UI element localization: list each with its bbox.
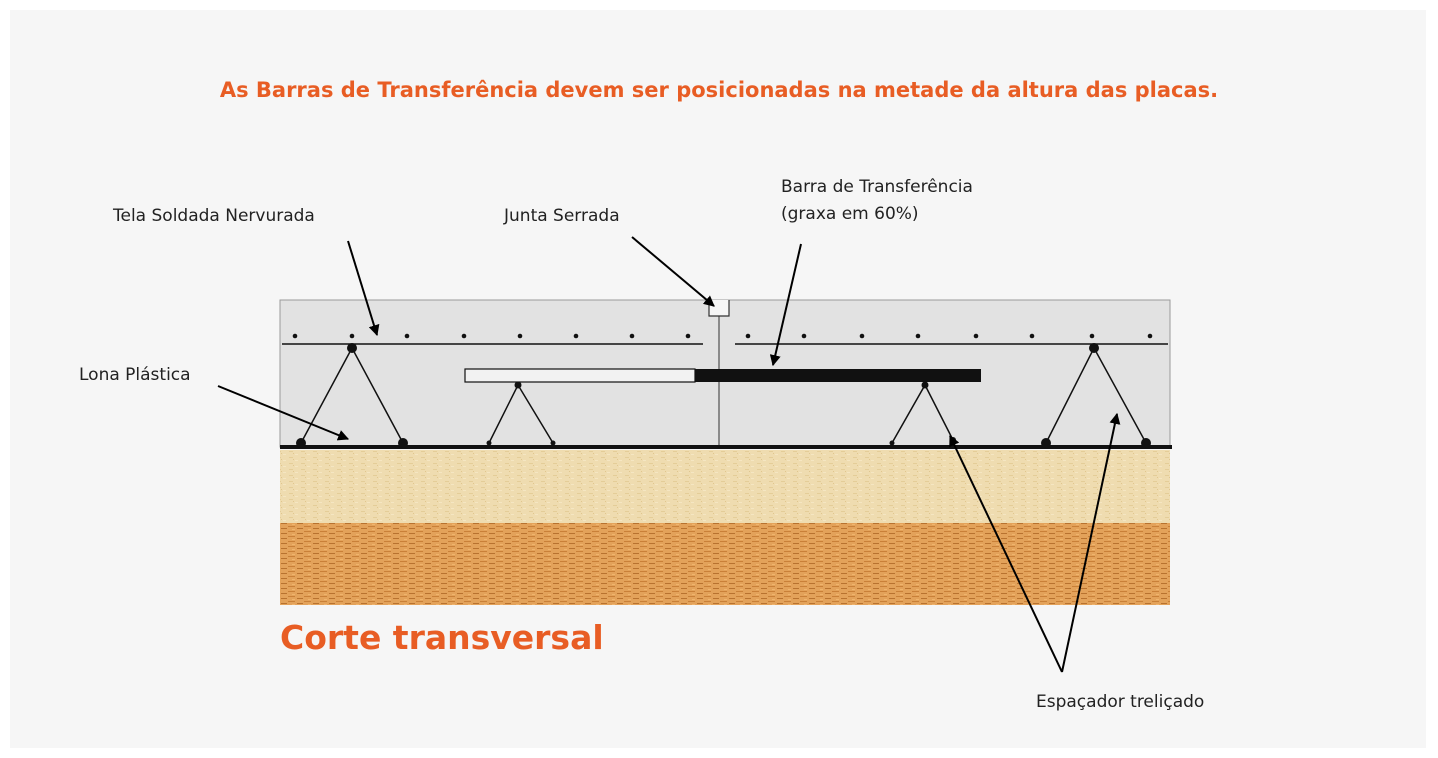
section-title: Corte transversal — [280, 618, 604, 657]
arrow-espacador-2 — [1061, 412, 1121, 673]
arrow-espacador-1 — [949, 435, 1063, 673]
arrow-barra — [769, 243, 802, 367]
soil-layer — [280, 523, 1170, 605]
label-lona-plastica: Lona Plástica — [79, 365, 191, 385]
label-barra-line1: Barra de Transferência — [781, 177, 973, 197]
dowel-bar-free — [464, 368, 696, 383]
label-tela-soldada: Tela Soldada Nervurada — [112, 206, 315, 226]
label-barra-line2: (graxa em 60%) — [781, 204, 919, 224]
leader-arrows — [217, 236, 1121, 673]
arrow-tela — [347, 240, 380, 337]
arrow-junta — [631, 236, 715, 307]
label-espacador: Espaçador treliçado — [1036, 692, 1204, 712]
arrow-lona — [217, 385, 350, 441]
dowel-bar-greased — [695, 369, 981, 382]
spacer-nodes — [296, 343, 1151, 448]
headline: As Barras de Transferência devem ser pos… — [219, 78, 1219, 102]
label-junta-serrada: Junta Serrada — [503, 206, 620, 226]
mesh-bar-dots — [292, 333, 1153, 339]
sand-layer — [280, 450, 1170, 523]
sawn-joint — [708, 300, 730, 317]
